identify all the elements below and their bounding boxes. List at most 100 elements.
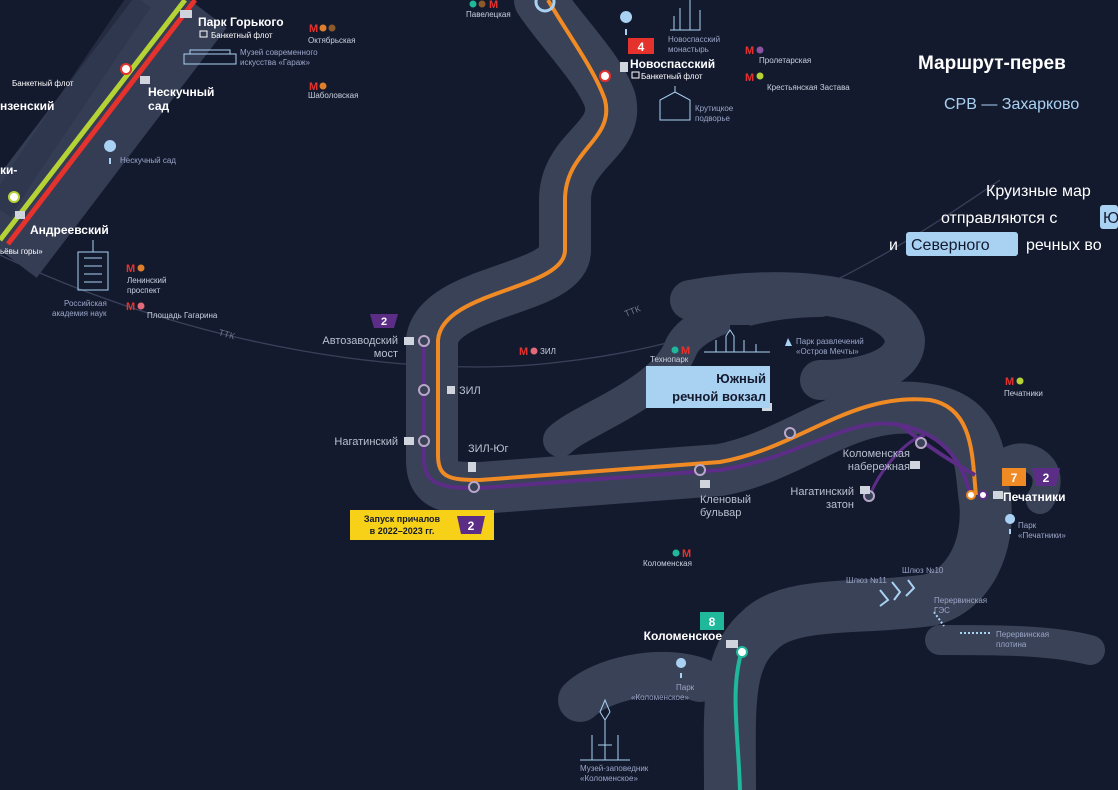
tick-neskuchny: [140, 76, 150, 84]
landmark-label-novospassky-2: монастырь: [668, 45, 709, 54]
pechatniki-park-tree-icon: [1005, 514, 1016, 534]
header: Маршрут-перев СРВ — Захарково: [918, 53, 1079, 113]
label-novospassky: Новоспасский: [630, 57, 715, 71]
label-kolomenskoe: Коломенское: [644, 629, 723, 643]
pier-dot-pechatniki-2[interactable]: [978, 490, 988, 500]
metro-icon-proletarskaya: M: [745, 45, 754, 57]
lock-10-icon: [905, 579, 916, 597]
label-klenovy-2: бульвар: [700, 507, 741, 519]
landmark-label-park-pechatniki-2: «Печатники»: [1018, 531, 1066, 540]
landmark-label-krutitskoe-2: подворье: [695, 114, 731, 123]
label-kolomenskaya-nab-2: набережная: [848, 461, 910, 473]
note-tag-severny: Северного: [911, 237, 990, 254]
note-tag-severny-box: [906, 232, 1018, 256]
metro-label-gagarina: Площадь Гагарина: [147, 311, 218, 320]
pier-dot-andreevsky[interactable]: [8, 191, 20, 203]
badge-route-4[interactable]: [628, 38, 654, 54]
pier-dot-neskuchny[interactable]: [120, 63, 132, 75]
metro-icon-pechatniki: M: [1005, 376, 1014, 388]
badge-route-7[interactable]: [1002, 468, 1026, 486]
ostrov-marker-icon: [785, 338, 792, 346]
route-purple-zaton: [868, 433, 926, 496]
metro-symbols: M M M M M M M M M M M: [126, 0, 1024, 560]
label-banket-flot-2: Банкетный флот: [641, 72, 703, 81]
landmark-label-ran-1: Российская: [64, 299, 107, 308]
landmark-label-novospassky-1: Новоспасский: [668, 35, 720, 44]
pier-dot-kolomenskoe[interactable]: [736, 646, 748, 658]
label-yuzhny-1: Южный: [716, 371, 766, 386]
label-banket-flot-left: Банкетный флот: [12, 79, 74, 88]
notice-route-2-label: 2: [468, 519, 475, 533]
badge-route-2-avtozavodsky[interactable]: [370, 314, 398, 328]
metro-dot-paveletskaya-5: [478, 0, 486, 8]
pier-dot-zil[interactable]: [418, 384, 430, 396]
metro-icon-zil: M: [519, 346, 528, 358]
metro-label-zil: ЗИЛ: [540, 347, 556, 356]
metro-labels: Октябрьская Шаболовская Павелецкая Проле…: [127, 10, 1043, 568]
pier-dot-novospassky[interactable]: [599, 70, 611, 82]
landmark-label-park-pechatniki-1: Парк: [1018, 521, 1037, 530]
label-andreevsky: Андреевский: [30, 223, 109, 237]
label-luzhniki: ки-: [0, 163, 17, 177]
pier-dot-yuzhny[interactable]: [784, 427, 796, 439]
route-purple-line: [422, 340, 972, 496]
metro-dot-shabolovskaya: [319, 82, 327, 90]
novospassky-tree-icon: [620, 11, 633, 36]
badge-route-2-pechatniki[interactable]: [1032, 468, 1060, 486]
metro-icon-tekhnopark: M: [681, 345, 690, 357]
pier-dot-nagatinsky[interactable]: [418, 435, 430, 447]
pier-dot-pechatniki-1[interactable]: [966, 490, 976, 500]
landmark-label-ostrov-2: «Остров Мечты»: [796, 347, 859, 356]
notice-route-2-badge: [457, 516, 485, 534]
pier-dot-kolomenskaya-nab[interactable]: [915, 437, 927, 449]
pier-dot-top[interactable]: [534, 0, 556, 13]
metro-label-shabolovskaya: Шаболовская: [308, 91, 358, 100]
landmark-label-garage-1: Музей современного: [240, 48, 318, 57]
river-kolomenskoe-bay: [558, 651, 722, 722]
label-pechatniki: Печатники: [1003, 490, 1066, 504]
landmark-label-dam-2: плотина: [996, 640, 1027, 649]
metro-icon-gagarina: M: [126, 301, 135, 313]
metro-dot-zil: [530, 347, 538, 355]
tick-klenovy: [700, 480, 710, 488]
metro-label-pechatniki: Печатники: [1004, 389, 1043, 398]
park-icons: [104, 11, 1016, 678]
pier-dot-zil-yug[interactable]: [468, 481, 480, 493]
label-neskuchny-2: сад: [148, 99, 169, 113]
metro-icon-leninsky: M: [126, 263, 135, 275]
kolomenskoe-museum-icon: [580, 698, 630, 761]
landmark-label-garage-2: искусства «Гараж»: [240, 58, 310, 67]
route-teal-line: [733, 649, 744, 790]
landmark-label-dam-1: Перервинская: [996, 630, 1049, 639]
label-zaton-1: Нагатинский: [790, 486, 854, 498]
pier-dot-avtozavodsky[interactable]: [418, 335, 430, 347]
tick-kolomenskaya: [910, 461, 920, 469]
pier-markers: [8, 0, 988, 658]
pier-dot-klenovy[interactable]: [694, 464, 706, 476]
landmark-label-krutitskoe-1: Крутицкое: [695, 104, 734, 113]
metro-dot-gagarina: [137, 302, 145, 310]
label-nagatinsky: Нагатинский: [334, 436, 398, 448]
krutitskoe-icon: [659, 86, 691, 121]
badge-label-4: 4: [638, 40, 645, 54]
river-island-north: [670, 272, 926, 400]
note-line-2-prefix: отправляются с: [941, 210, 1057, 227]
metro-dot-kolomenskaya: [672, 549, 680, 557]
landmark-label-ges-1: Перервинская: [934, 596, 987, 605]
notice-line-1: Запуск причалов: [364, 514, 441, 524]
landmark-label-museum-2: «Коломенское»: [580, 774, 638, 783]
metro-icon-kolomenskaya: M: [682, 548, 691, 560]
metro-dot-pechatniki: [1016, 377, 1024, 385]
ges-icon: [933, 611, 945, 627]
label-avtozavodsky-2: мост: [374, 348, 398, 360]
header-subtitle: СРВ — Захарково: [944, 96, 1079, 113]
lock-11-icon: [879, 581, 902, 607]
label-zaton-2: затон: [826, 499, 854, 511]
landmark-label-ges-2: ГЭС: [934, 606, 950, 615]
badge-route-8[interactable]: [700, 612, 724, 630]
banket-icon-1: [199, 30, 208, 38]
landmark-label-neskuchny-park: Нескучный сад: [120, 156, 176, 165]
badge-label-2-pechatniki: 2: [1043, 471, 1050, 485]
note-line-1: Круизные мар: [986, 183, 1091, 200]
